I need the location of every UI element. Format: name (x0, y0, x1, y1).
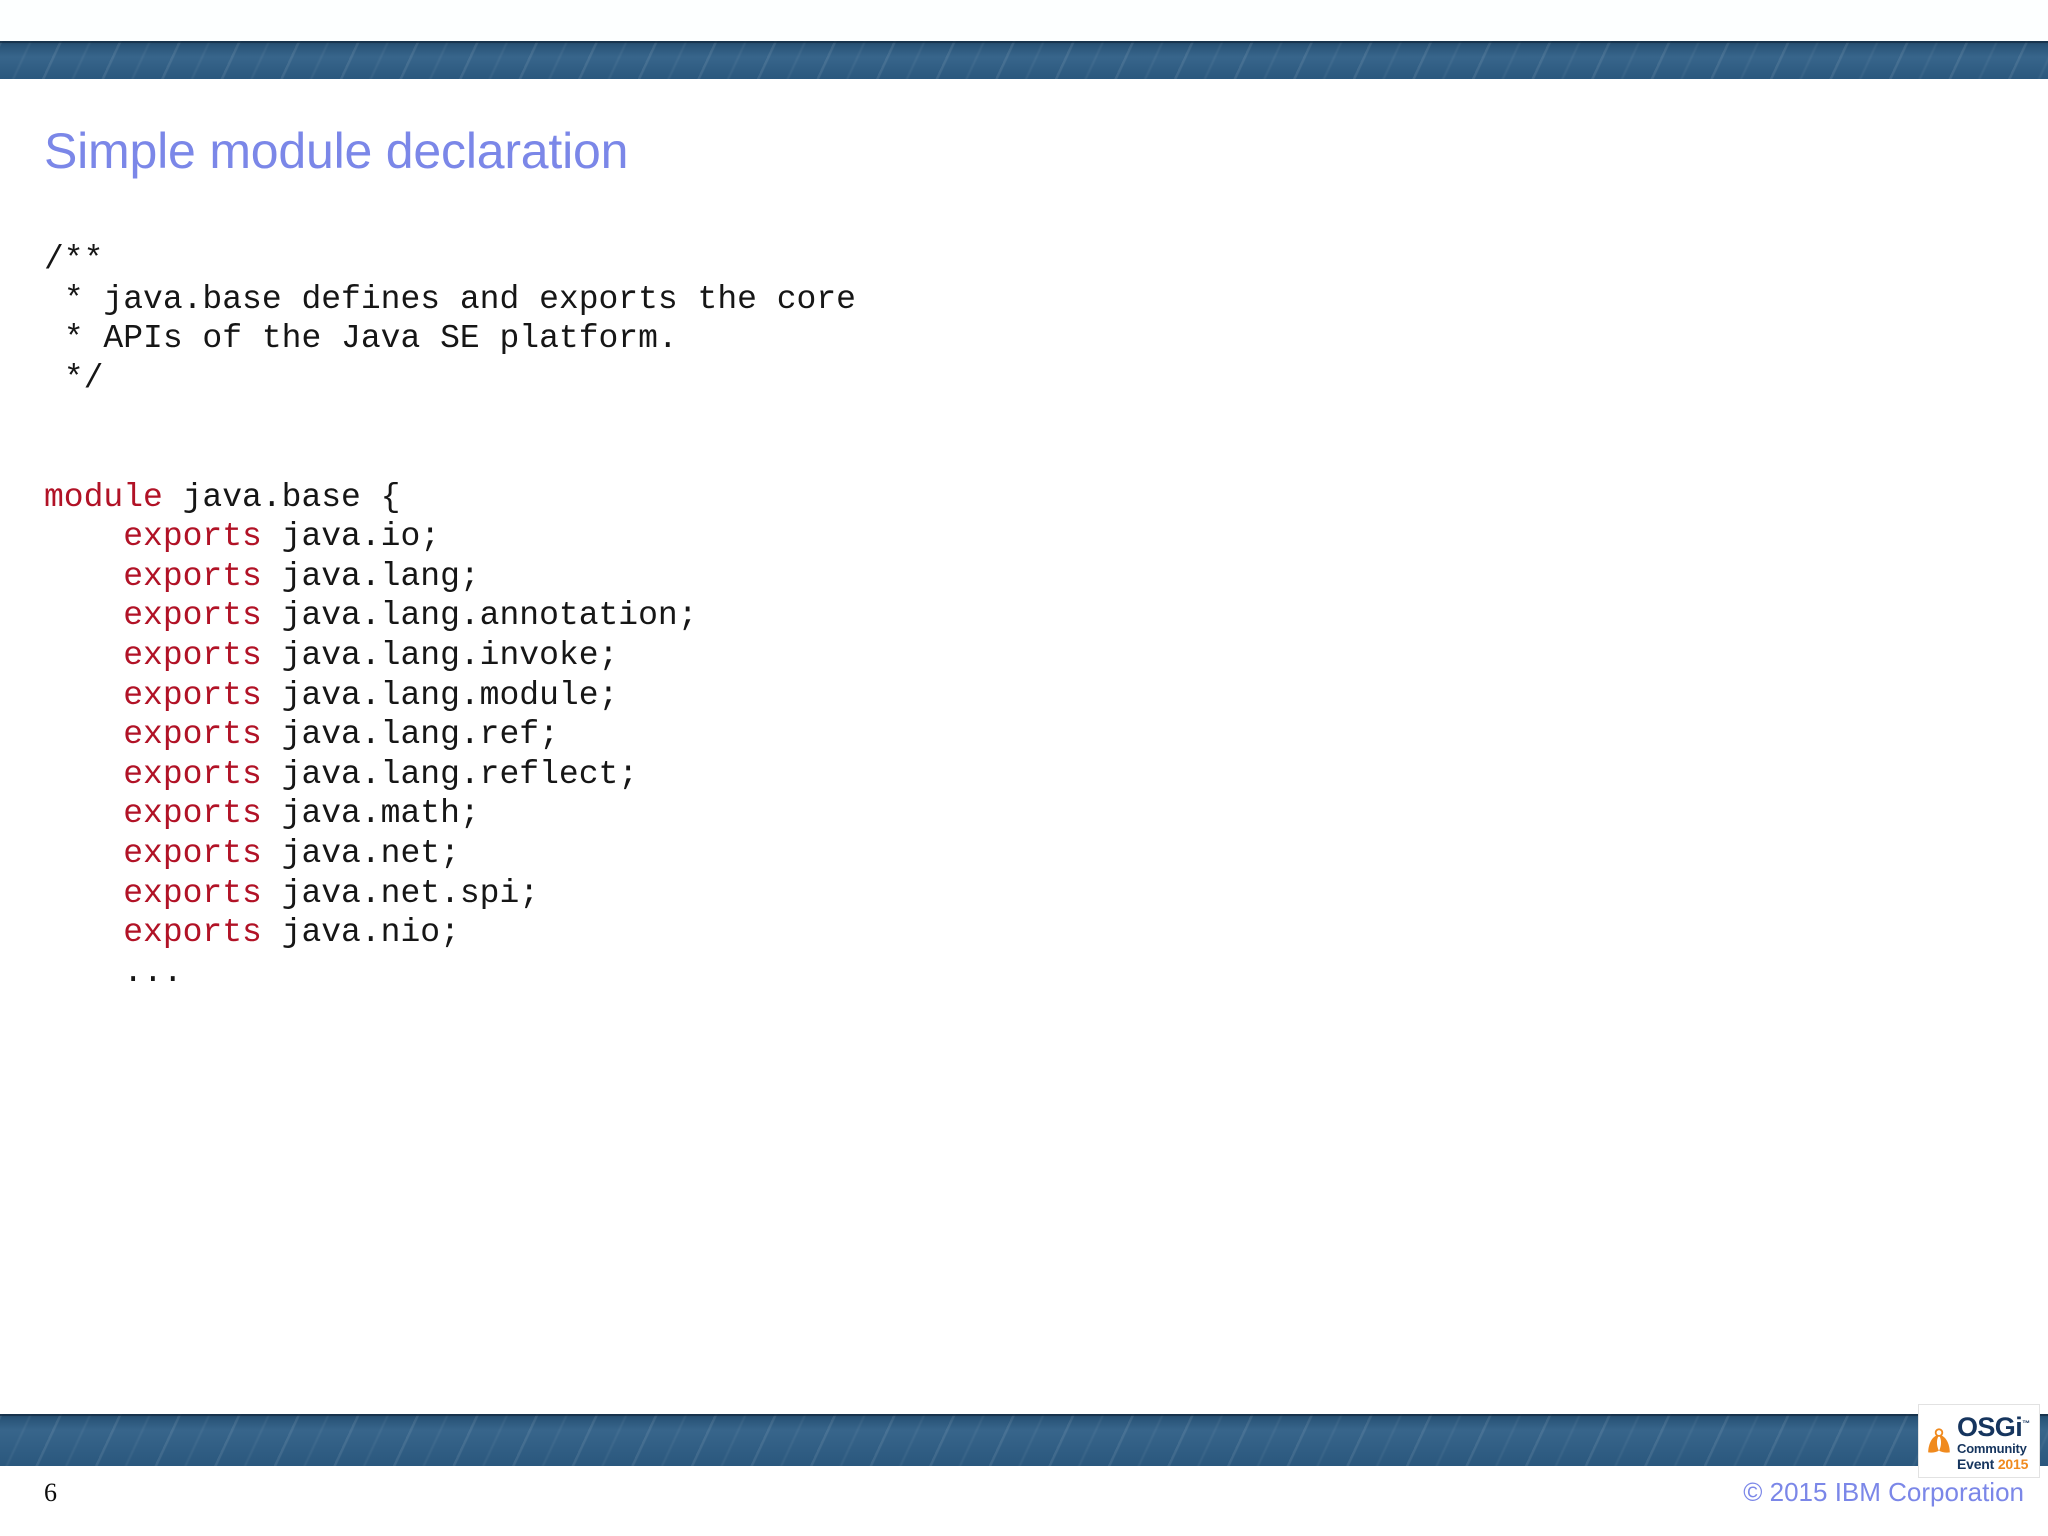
osgi-event-year: 2015 (1997, 1456, 2029, 1472)
osgi-community-event-logo: OSGi™ Community Event 2015 (1918, 1404, 2040, 1478)
code-block: /** * java.base defines and exports the … (44, 240, 1544, 992)
code-text (44, 399, 64, 436)
code-text: java.net.spi; (261, 874, 540, 912)
osgi-logo-text: OSGi™ Community Event 2015 (1957, 1410, 2030, 1473)
osgi-event-word: Event (1957, 1456, 1995, 1472)
code-line: exports java.net; (44, 834, 1544, 874)
code-line: exports java.net.spi; (44, 874, 1544, 914)
code-indent (44, 518, 123, 555)
code-keyword: exports (123, 557, 262, 595)
code-keyword: exports (123, 518, 262, 556)
bottom-decorative-band (0, 1414, 2048, 1466)
code-indent (44, 597, 123, 634)
code-indent (44, 954, 123, 991)
code-text: java.base { (162, 478, 401, 516)
code-keyword: exports (123, 636, 262, 674)
code-indent (44, 677, 123, 714)
code-line: /** (44, 240, 1544, 280)
code-text: java.lang.annotation; (261, 597, 698, 635)
osgi-community-label: Community (1957, 1441, 2027, 1456)
code-keyword: exports (123, 795, 262, 833)
code-indent (44, 835, 123, 872)
code-line: module java.base { (44, 478, 1544, 518)
code-keyword: exports (123, 755, 262, 793)
code-text: java.net; (261, 834, 460, 872)
osgi-event-line: Event 2015 (1957, 1456, 2030, 1472)
code-text: */ (63, 359, 104, 397)
page-number: 6 (44, 1478, 57, 1507)
code-line: exports java.lang.reflect; (44, 755, 1544, 795)
code-indent (44, 875, 123, 912)
code-line (44, 438, 1544, 478)
code-keyword: exports (123, 834, 262, 872)
code-text: java.lang.module; (261, 676, 619, 714)
code-keyword: exports (123, 676, 262, 714)
copyright-notice: © 2015 IBM Corporation (1743, 1477, 2024, 1507)
code-keyword: module (44, 478, 163, 516)
code-text: java.math; (261, 795, 480, 833)
top-decorative-band (0, 41, 2048, 79)
code-line: exports java.lang.invoke; (44, 636, 1544, 676)
top-white-margin (0, 0, 2048, 41)
code-indent (44, 637, 123, 674)
code-text: java.lang.invoke; (261, 636, 619, 674)
code-line: exports java.io; (44, 517, 1544, 557)
osgi-wordmark: OSGi™ (1957, 1410, 2030, 1441)
osgi-wordmark-text: OSGi (1957, 1412, 2023, 1442)
code-indent (44, 756, 123, 793)
code-text: java.lang; (261, 557, 480, 595)
code-indent (44, 558, 123, 595)
code-keyword: exports (123, 716, 262, 754)
page-title: Simple module declaration (44, 123, 629, 179)
code-text: java.lang.ref; (261, 716, 559, 754)
bottom-band-top-hairline (0, 1414, 2048, 1416)
code-indent (44, 716, 123, 753)
code-line: exports java.lang.annotation; (44, 596, 1544, 636)
code-line: * APIs of the Java SE platform. (44, 319, 1544, 359)
code-line: exports java.math; (44, 794, 1544, 834)
code-keyword: exports (123, 914, 262, 952)
code-line: * java.base defines and exports the core (44, 280, 1544, 320)
code-indent (44, 320, 64, 357)
code-indent (44, 360, 64, 397)
code-line: exports java.nio; (44, 913, 1544, 953)
code-line: exports java.lang.ref; (44, 715, 1544, 755)
code-indent (44, 914, 123, 951)
code-line (44, 398, 1544, 438)
trademark-icon: ™ (2022, 1419, 2030, 1428)
code-text: * java.base defines and exports the core (63, 280, 856, 318)
code-keyword: exports (123, 597, 262, 635)
code-indent (44, 281, 64, 318)
code-text: java.io; (261, 518, 441, 556)
code-line: exports java.lang; (44, 557, 1544, 597)
code-line: exports java.lang.module; (44, 676, 1544, 716)
band-top-hairline (0, 41, 2048, 43)
osgi-trefoil-icon (1928, 1428, 1950, 1453)
code-indent (44, 795, 123, 832)
code-text (44, 439, 64, 476)
code-text: /** (44, 241, 104, 278)
code-text: * APIs of the Java SE platform. (63, 320, 678, 358)
code-line: ... (44, 953, 1544, 993)
code-keyword: exports (123, 874, 262, 912)
code-text: java.lang.reflect; (261, 755, 639, 793)
code-text: java.nio; (261, 914, 460, 952)
code-text: ... (123, 953, 183, 991)
code-line: */ (44, 359, 1544, 399)
